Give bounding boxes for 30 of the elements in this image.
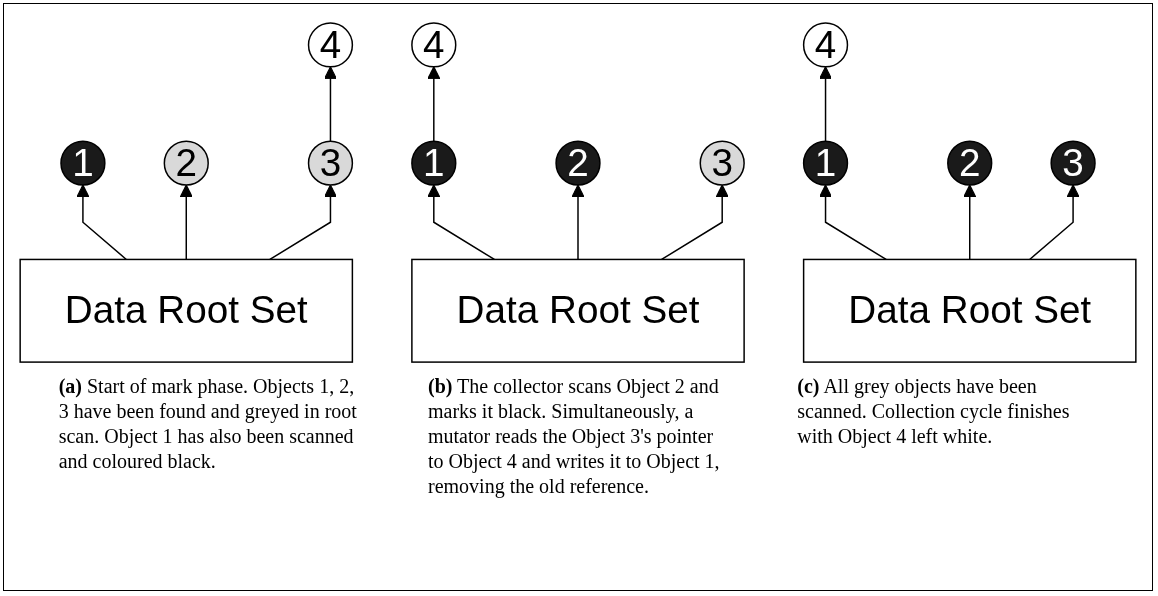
node-circle: 2	[555, 140, 601, 186]
caption-text: (a) Start of mark phase. Objects 1, 2, 3 have been found and greyed in root scan. Object 1 has also been scanned and coloured black.	[58, 374, 358, 474]
node-circle: 4	[307, 22, 354, 68]
caption-text: (b) The collector scans Object 2 and marks it black. Simultaneously, a mutator reads the Object 3's pointer to Object 4 and writes it to Object 1, removing the old reference.	[428, 374, 721, 499]
node-box: Data Root Set	[411, 258, 745, 363]
arrow	[179, 184, 193, 261]
arrow	[323, 66, 337, 142]
node-circle: 4	[802, 22, 849, 68]
arrow	[427, 66, 441, 142]
arrow	[76, 184, 128, 261]
arrow	[660, 184, 729, 261]
caption-text: (c) All grey objects have been scanned. Collection cycle finishes with Object 4 left white.	[797, 374, 1071, 450]
arrow	[269, 184, 337, 261]
arrow	[571, 184, 585, 261]
node-box: Data Root Set	[802, 258, 1137, 363]
node-circle: 4	[411, 22, 457, 68]
arrow	[1028, 184, 1080, 261]
node-circle: 3	[699, 140, 745, 186]
arrow	[427, 184, 496, 261]
arrow	[819, 184, 887, 261]
node-box: Data Root Set	[19, 258, 354, 363]
node-circle: 1	[802, 140, 849, 186]
node-circle: 2	[163, 140, 209, 186]
arrow	[819, 66, 833, 142]
node-circle: 3	[1050, 140, 1096, 186]
node-circle: 1	[60, 140, 106, 186]
arrow	[963, 184, 977, 261]
node-circle: 1	[411, 140, 457, 186]
node-circle: 3	[307, 140, 354, 186]
node-circle: 2	[947, 140, 993, 186]
